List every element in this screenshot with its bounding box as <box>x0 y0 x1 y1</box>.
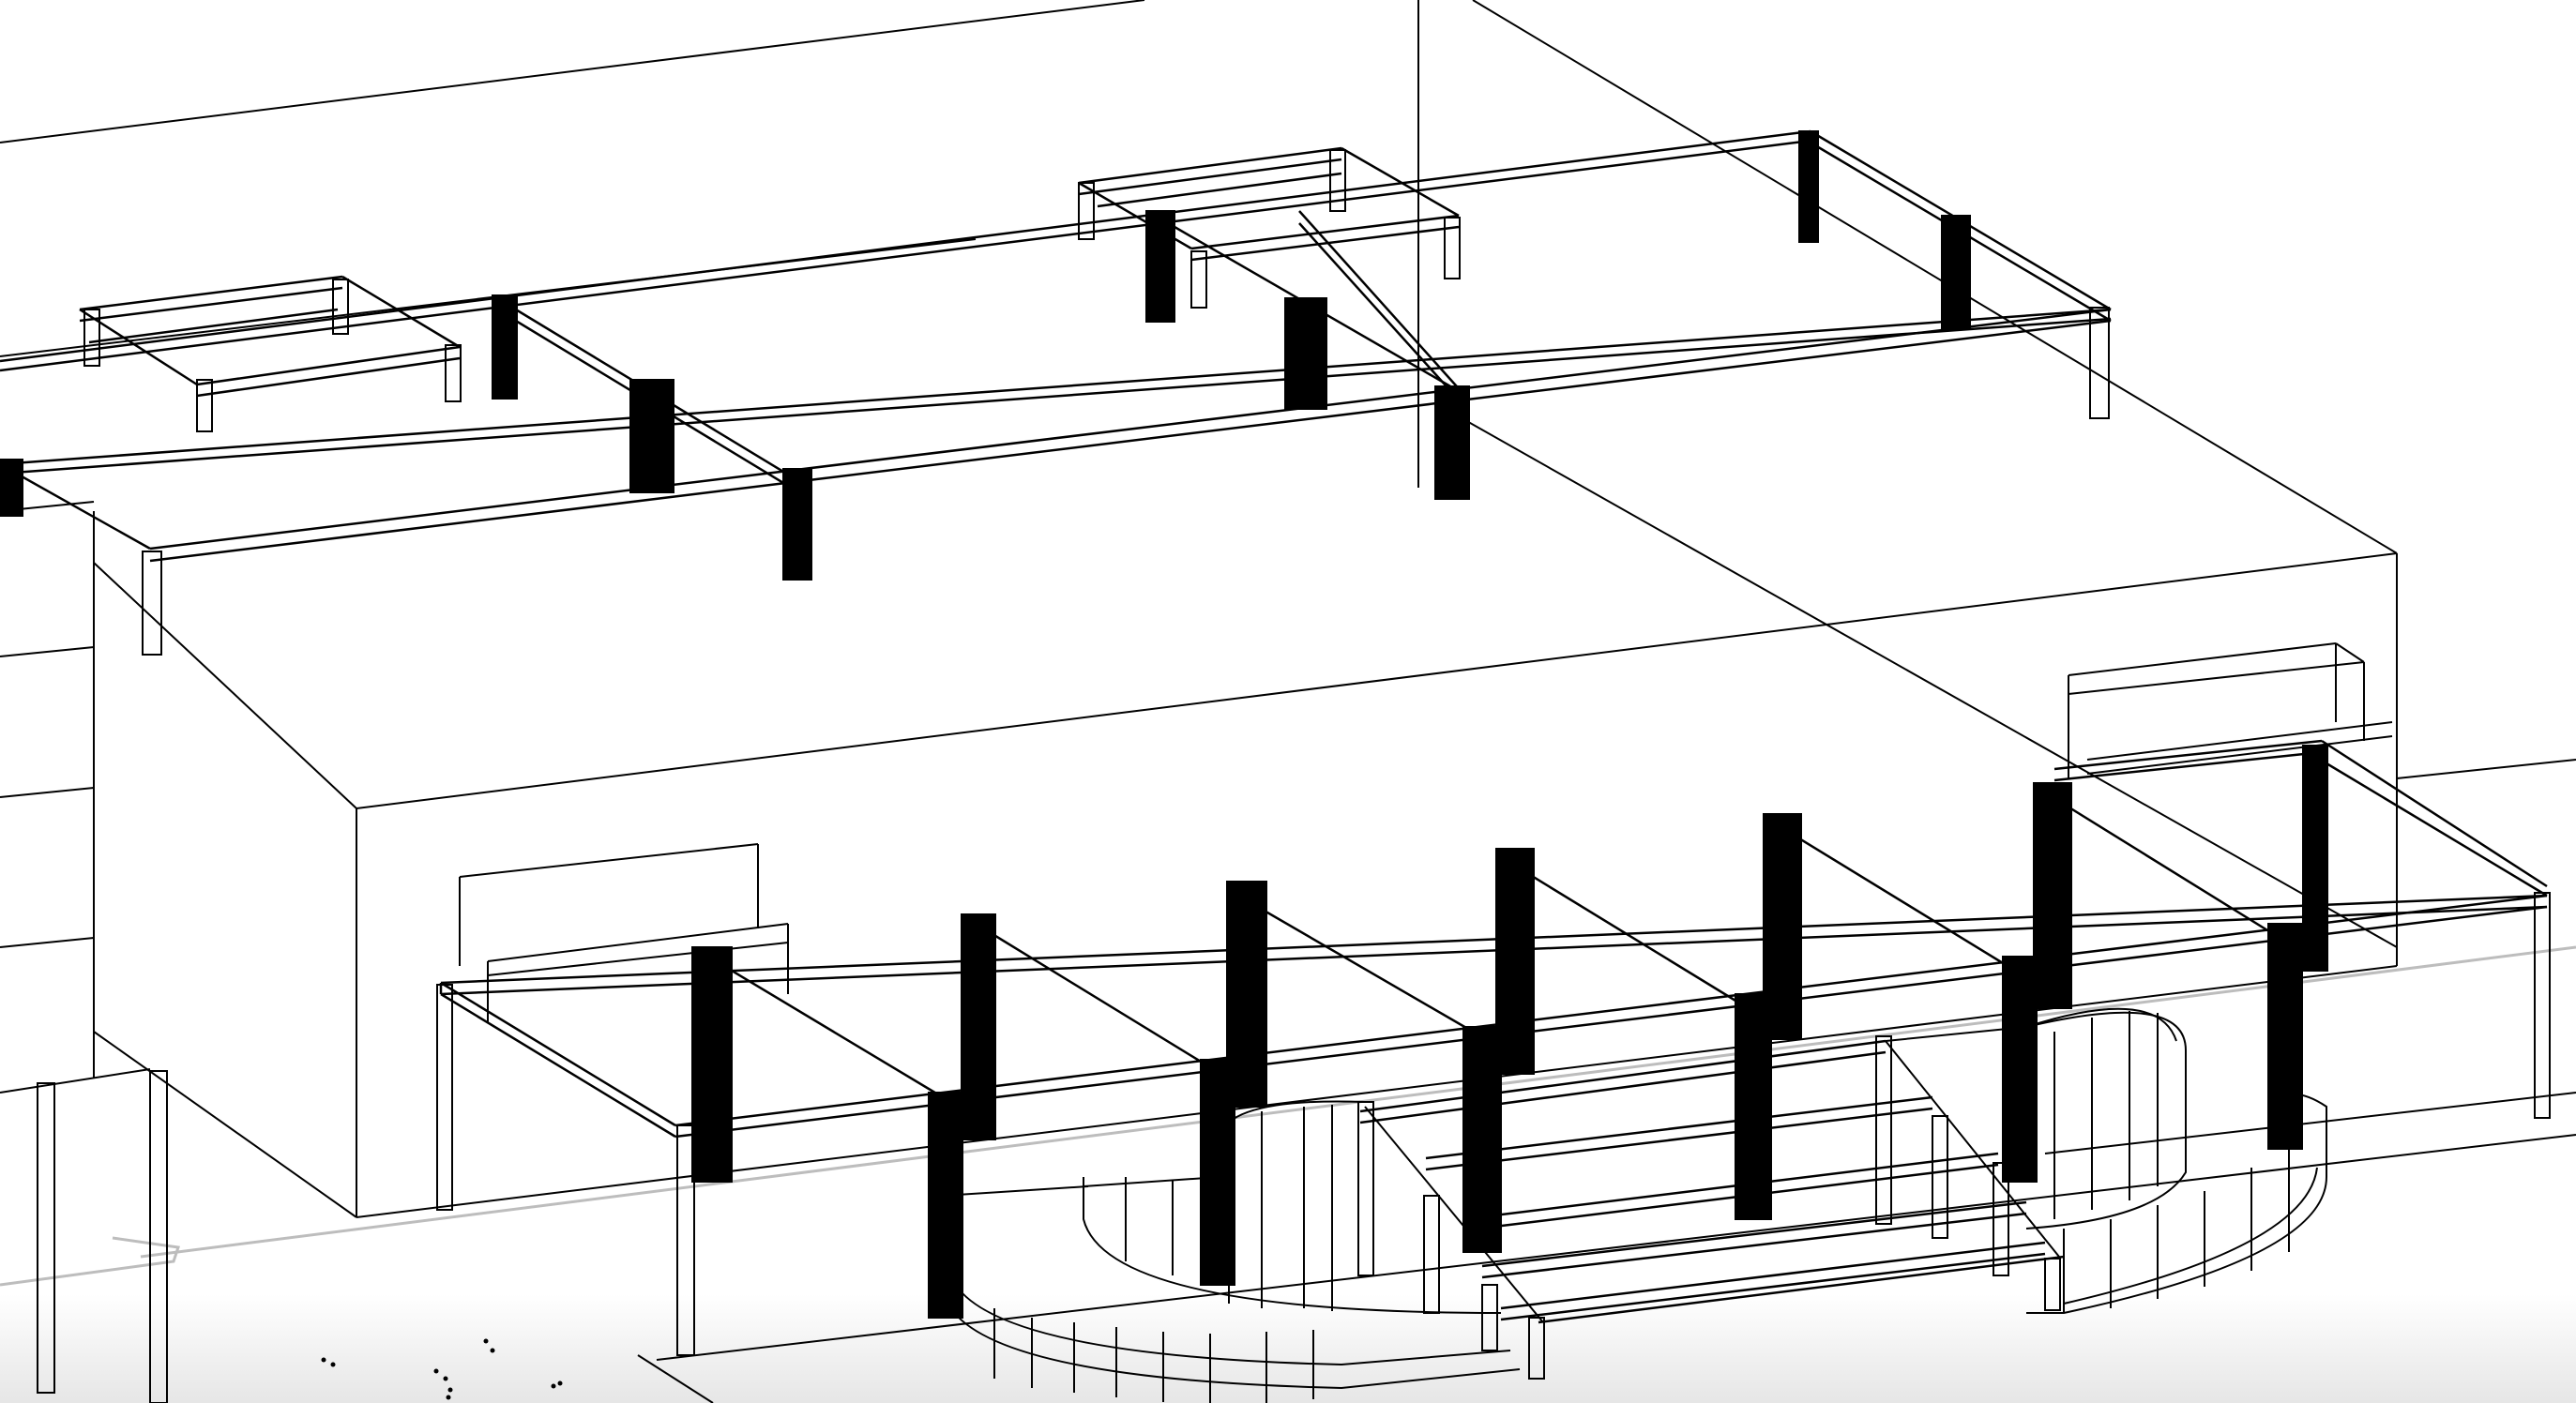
right-roof-enclosure <box>2068 642 2393 778</box>
main-building-box <box>0 402 2576 1403</box>
stair-railing-posts <box>1357 1035 2061 1380</box>
curved-stair-left <box>942 1100 1521 1403</box>
rear-building-mass <box>0 0 2398 554</box>
left-roof-enclosure <box>459 843 789 1022</box>
rooftop-posts <box>0 130 2110 656</box>
ground-reference-lines <box>0 945 2576 1287</box>
ground-specks <box>321 1338 563 1400</box>
curved-stair-right <box>1885 1007 2327 1314</box>
rooftop-pergola-frames <box>0 129 2112 563</box>
ground-shading <box>0 1294 2576 1403</box>
straight-stair <box>1359 1039 2065 1324</box>
